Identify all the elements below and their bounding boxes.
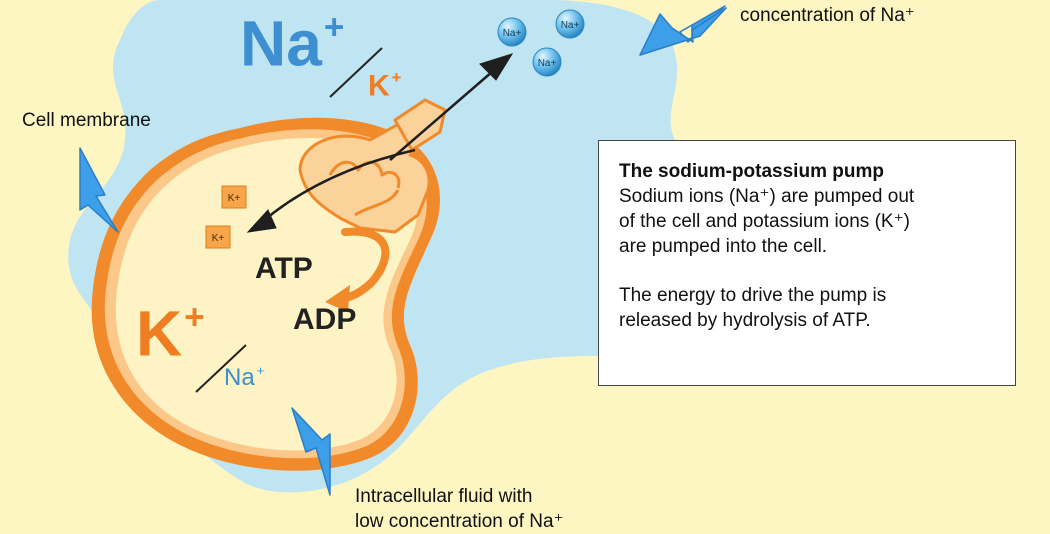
potassium-ion-squares: K+ K+ xyxy=(205,185,247,249)
info-line: of the cell and potassium ions (K⁺) xyxy=(619,211,910,232)
info-box-title: The sodium-potassium pump xyxy=(619,161,884,182)
inside-potassium-label: K+ xyxy=(136,297,205,370)
adp-label: ADP xyxy=(293,303,357,336)
inside-sodium-label: Na+ xyxy=(224,363,265,391)
pointer-arrow-icon xyxy=(79,147,119,233)
potassium-ion-square: K+ xyxy=(221,185,247,209)
outside-potassium-label: K+ xyxy=(368,69,402,103)
info-line: The energy to drive the pump is xyxy=(619,285,887,306)
sodium-ion-bead: Na+ xyxy=(532,47,562,77)
svg-text:Na+: Na+ xyxy=(538,58,557,69)
info-box: The sodium-potassium pump Sodium ions (N… xyxy=(598,140,1016,386)
cell-membrane-label: Cell membrane xyxy=(22,110,151,131)
transport-arrow-icon xyxy=(246,53,514,233)
intracellular-label-line2: low concentration of Na⁺ xyxy=(355,511,564,532)
pointer-arrow-icon xyxy=(291,407,331,496)
potassium-ion-square: K+ xyxy=(205,225,231,249)
svg-text:K+: K+ xyxy=(212,233,225,244)
svg-text:Na+: Na+ xyxy=(503,28,522,39)
outside-ion-divider xyxy=(329,47,383,98)
info-line: Sodium ions (Na⁺) are pumped out xyxy=(619,186,915,207)
extracellular-label: concentration of Na⁺ xyxy=(740,5,915,26)
info-line: released by hydrolysis of ATP. xyxy=(619,310,871,331)
outside-sodium-label: Na+ xyxy=(240,7,345,80)
pointer-arrow-icon xyxy=(639,5,727,56)
svg-text:Na+: Na+ xyxy=(561,20,580,31)
atp-to-adp-arrow-icon xyxy=(325,227,390,312)
svg-text:K+: K+ xyxy=(228,193,241,204)
intracellular-label-line1: Intracellular fluid with xyxy=(355,486,533,507)
inside-ion-divider xyxy=(195,344,247,393)
sodium-ion-beads: Na+ Na+ Na+ xyxy=(497,9,585,77)
info-line: are pumped into the cell. xyxy=(619,236,828,257)
atp-label: ATP xyxy=(255,252,313,285)
sodium-ion-bead: Na+ xyxy=(497,17,527,47)
sodium-ion-bead: Na+ xyxy=(555,9,585,39)
